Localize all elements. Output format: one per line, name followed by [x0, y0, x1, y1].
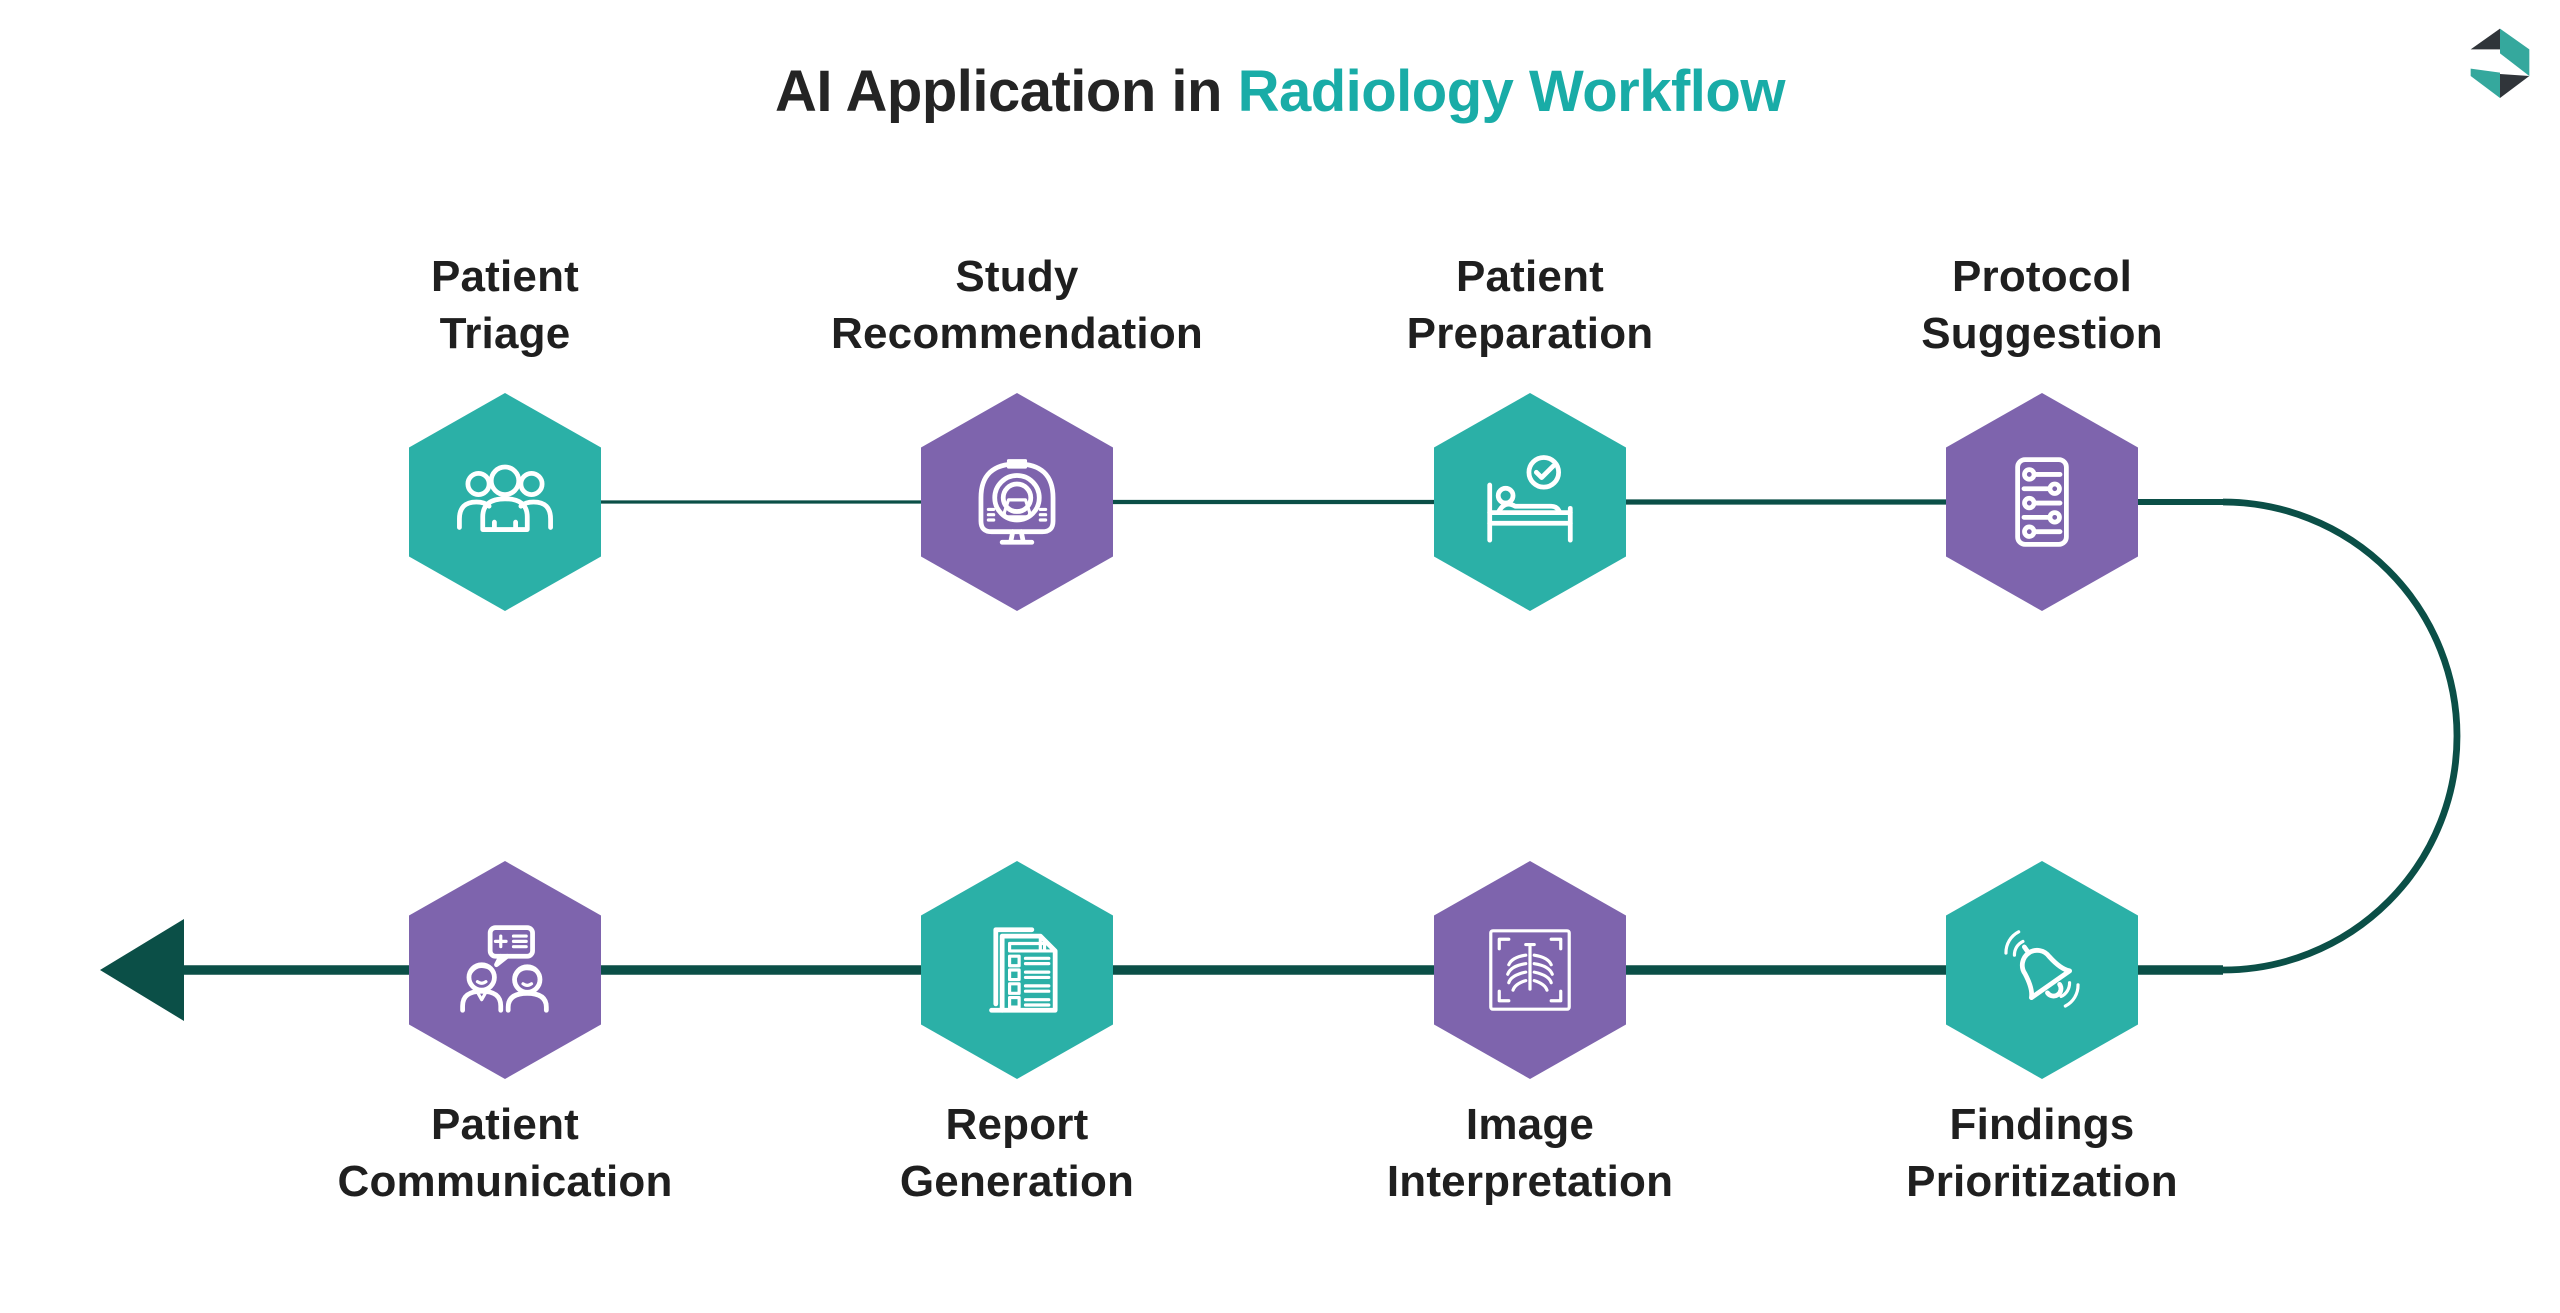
step-label-patient-communication: Patient Communication [245, 1096, 765, 1210]
label-line-2: Communication [337, 1157, 673, 1206]
logo-dark-top-left [2470, 28, 2500, 50]
label-line-1: Patient [430, 252, 580, 301]
label-line-2: Suggestion [1921, 309, 2163, 358]
report-document-icon [989, 927, 1058, 1013]
title-highlight: Radiology Workflow [1237, 59, 1786, 124]
label-line-1: Findings [1949, 1100, 2135, 1149]
path-u-turn-arc [2222, 498, 2461, 974]
logo-teal-bottom-left [2470, 68, 2500, 98]
patients-group-icon [457, 464, 553, 532]
step-label-study-recommendation: Study Recommendation [757, 248, 1277, 362]
step-label-protocol-suggestion: Protocol Suggestion [1782, 248, 2302, 362]
logo-teal-top-right [2500, 28, 2530, 77]
step-label-patient-triage: Patient Triage [245, 248, 765, 362]
label-line-1: Report [945, 1100, 1089, 1149]
step-label-patient-preparation: Patient Preparation [1270, 248, 1790, 362]
step-label-image-interpretation: Image Interpretation [1270, 1096, 1790, 1210]
label-line-1: Image [1465, 1100, 1595, 1149]
label-line-1: Patient [430, 1100, 580, 1149]
label-line-2: Generation [899, 1157, 1135, 1206]
brand-logo-icon [2470, 28, 2530, 98]
label-line-2: Recommendation [831, 309, 1203, 358]
xray-chest-icon [1489, 929, 1571, 1011]
label-line-1: Protocol [1951, 252, 2133, 301]
mri-scanner-icon [978, 459, 1056, 545]
label-line-2: Prioritization [1906, 1157, 2178, 1206]
label-line-1: Patient [1455, 252, 1605, 301]
doctor-patient-chat-icon [460, 925, 549, 1013]
alert-bell-icon [2004, 930, 2080, 1008]
label-line-2: Interpretation [1386, 1157, 1674, 1206]
protocol-settings-icon [2015, 457, 2069, 547]
step-label-report-generation: Report Generation [757, 1096, 1277, 1210]
workflow-node-findings-prioritization [1946, 861, 2138, 1079]
step-label-findings-prioritization: Findings Prioritization [1782, 1096, 2302, 1210]
patient-bed-check-icon [1487, 455, 1573, 543]
logo-dark-bottom-right [2500, 74, 2530, 98]
label-line-2: Triage [439, 309, 571, 358]
label-line-2: Preparation [1406, 309, 1654, 358]
label-line-1: Study [955, 252, 1079, 301]
flow-arrowhead-left [100, 919, 184, 1021]
title-prefix: AI Application in [775, 59, 1238, 124]
page-title: AI Application in Radiology Workflow [0, 58, 2560, 125]
